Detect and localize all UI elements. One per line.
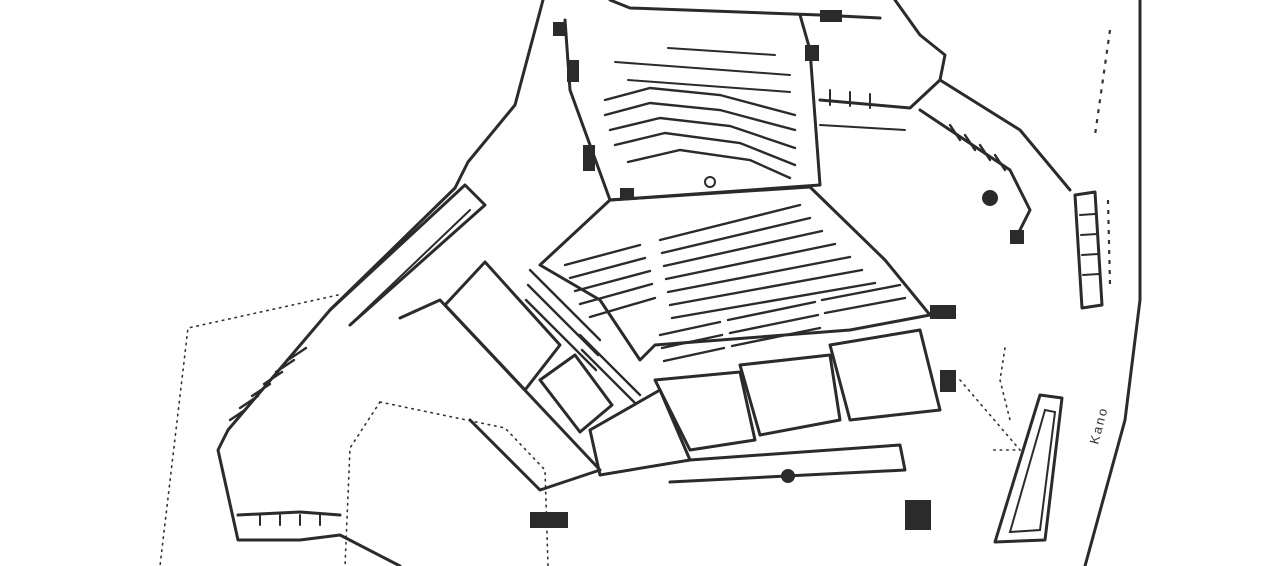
street <box>1083 0 1142 566</box>
right-wing <box>818 78 1104 310</box>
street-label: Kano <box>1086 405 1110 446</box>
stage-blocks <box>588 328 942 484</box>
upper-auditorium <box>563 13 822 202</box>
left-lower-block <box>228 346 342 526</box>
water-feature <box>993 393 1064 544</box>
left-wing <box>328 183 614 492</box>
main-auditorium <box>538 185 932 363</box>
solid-wall-blocks <box>530 10 1024 530</box>
side-seating-left <box>524 268 642 406</box>
building-outline <box>216 0 1072 566</box>
